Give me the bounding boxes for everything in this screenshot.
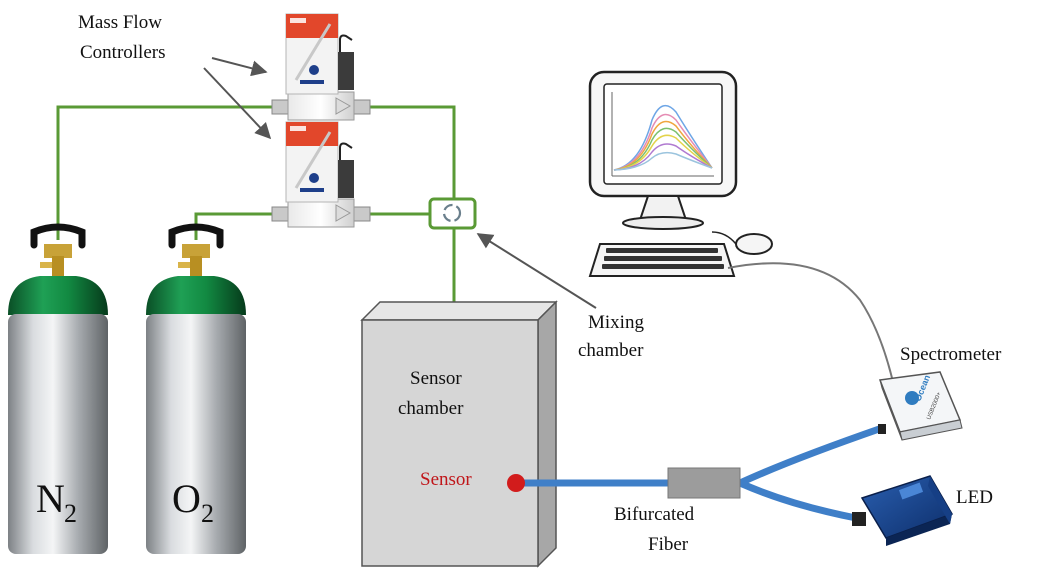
gas-lines xyxy=(56,105,456,302)
mfc-label-line2: Controllers xyxy=(80,42,166,63)
usb-cable xyxy=(727,262,893,379)
n2-subscript: 2 xyxy=(64,499,77,528)
o2-symbol: O xyxy=(172,476,201,521)
mfc1-arrow-icon xyxy=(211,57,268,77)
sensor-chamber-label-line1: Sensor xyxy=(410,368,462,389)
o2-gas-line xyxy=(194,212,272,240)
led-source xyxy=(852,475,954,546)
mass-flow-controller-1 xyxy=(271,13,371,121)
spectrometer-device: Ocean USB2000+ xyxy=(878,371,963,441)
mfc-label-line1: Mass Flow xyxy=(78,12,162,33)
mixing-chamber-arrow-icon xyxy=(476,233,597,309)
o2-subscript: 2 xyxy=(201,499,214,528)
spectrometer-label: Spectrometer xyxy=(900,344,1002,365)
bifurcation-junction xyxy=(667,467,741,499)
mixing-chamber xyxy=(428,197,477,230)
mixing-chamber-valve-icon xyxy=(442,203,462,223)
mixing-chamber-box xyxy=(428,197,477,230)
mixing-chamber-label-line1: Mixing xyxy=(588,312,644,333)
bifurcated-fiber-label-line1: Bifurcated xyxy=(614,504,695,525)
sensor-dot xyxy=(507,474,525,492)
mouse-icon xyxy=(711,231,773,255)
sensor-chamber: Sensor chamber Sensor xyxy=(360,300,558,568)
bifurcated-fiber-label-line2: Fiber xyxy=(648,534,689,555)
keyboard-icon xyxy=(588,243,736,277)
mass-flow-controller-2 xyxy=(271,121,371,228)
n2-gas-line xyxy=(56,105,272,240)
mixing-chamber-label-line2: chamber xyxy=(578,340,644,361)
mfc2-arrow-icon xyxy=(203,67,272,140)
led-label: LED xyxy=(956,487,993,508)
spectra-plot xyxy=(611,92,714,177)
o2-cylinder: O 2 xyxy=(146,223,246,554)
optical-fiber xyxy=(514,424,886,522)
computer-icon xyxy=(588,70,738,230)
n2-cylinder: N 2 xyxy=(8,223,108,554)
n2-symbol: N xyxy=(36,476,65,521)
mfc1-outlet-line xyxy=(370,105,456,200)
sensor-chamber-label-line2: chamber xyxy=(398,398,464,419)
sensor-label: Sensor xyxy=(420,469,472,490)
